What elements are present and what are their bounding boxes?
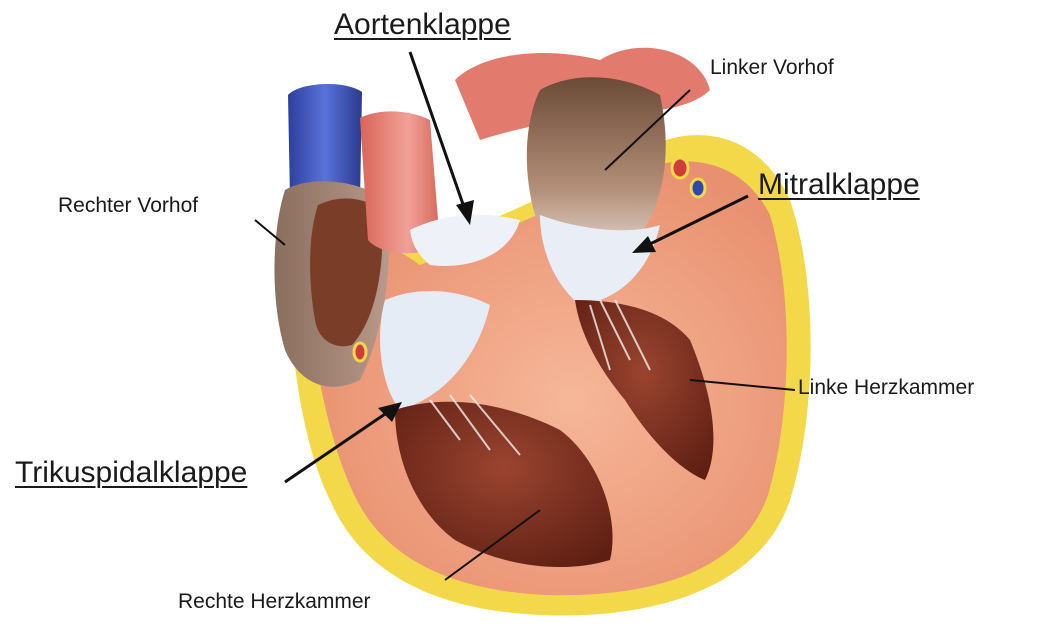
label-rechte-herzkammer: Rechte Herzkammer xyxy=(178,590,371,614)
label-rechter-vorhof: Rechter Vorhof xyxy=(58,194,198,218)
left-atrium xyxy=(527,77,666,239)
label-linke-herzkammer: Linke Herzkammer xyxy=(798,376,974,400)
label-aortenklappe: Aortenklappe xyxy=(334,8,511,42)
coronary-vessel-right-icon xyxy=(354,343,366,361)
coronary-vessel-icon xyxy=(672,158,688,178)
label-linker-vorhof: Linker Vorhof xyxy=(710,56,834,80)
label-mitralklappe: Mitralklappe xyxy=(758,168,920,202)
coronary-vein-icon xyxy=(691,179,705,197)
label-trikuspidalklappe: Trikuspidalklappe xyxy=(15,456,247,490)
